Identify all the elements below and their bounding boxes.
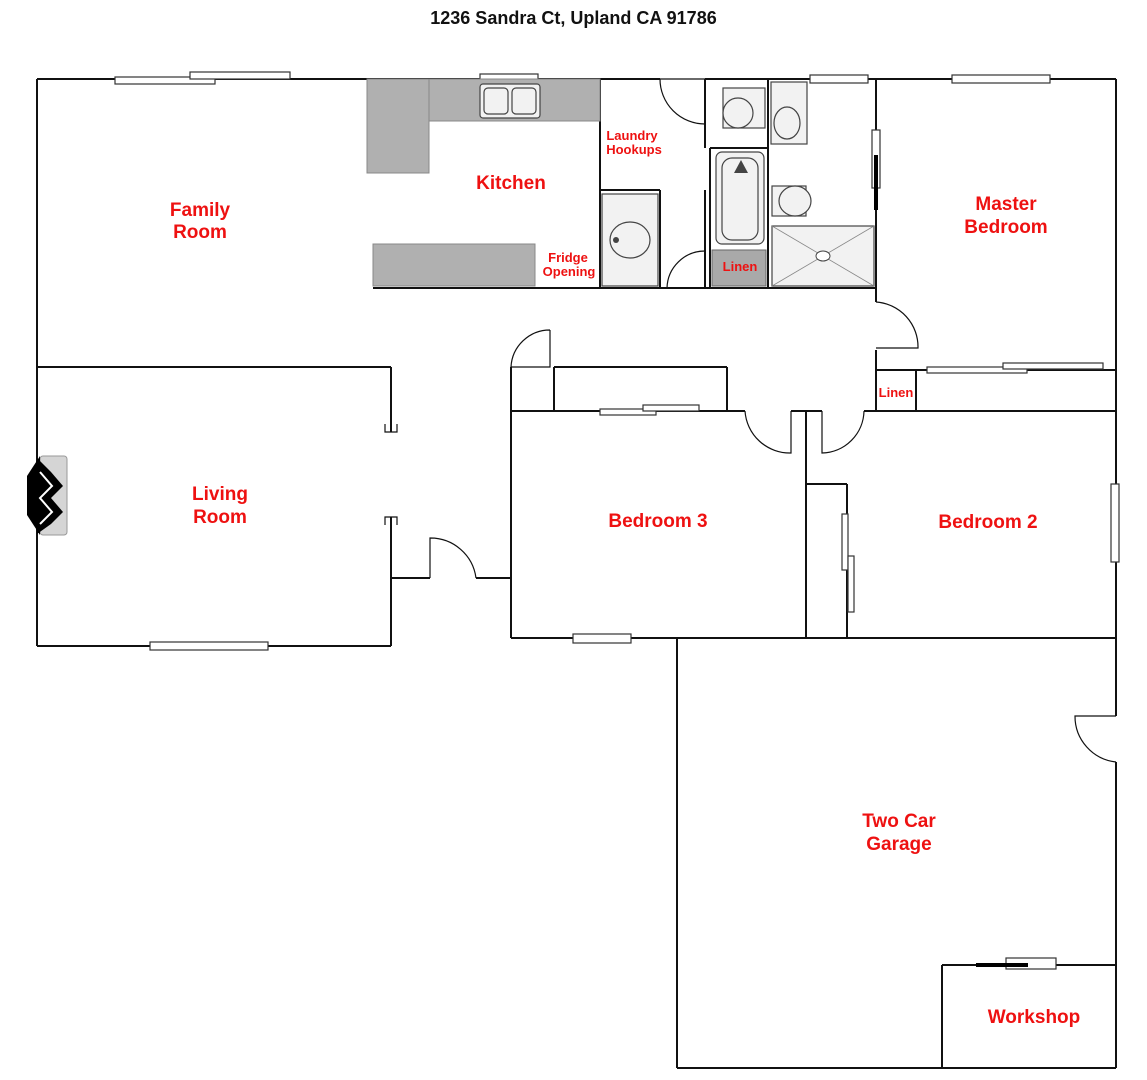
label-fridge-2: Opening — [543, 264, 596, 279]
laundry-sink — [601, 193, 659, 287]
label-bedroom3: Bedroom 3 — [608, 511, 707, 532]
label-master-1: Master — [975, 194, 1037, 215]
master-bath-fixtures — [770, 81, 875, 287]
label-linen-hall: Linen — [879, 385, 914, 400]
label-bedroom2: Bedroom 2 — [938, 512, 1037, 533]
label-living-1: Living — [192, 484, 248, 505]
plan-title: 1236 Sandra Ct, Upland CA 91786 — [430, 8, 717, 28]
label-laundry-2: Hookups — [606, 142, 662, 157]
label-living-2: Room — [193, 507, 247, 528]
fireplace-icon — [27, 455, 68, 536]
label-kitchen: Kitchen — [476, 173, 546, 194]
label-workshop: Workshop — [988, 1007, 1081, 1028]
hall-bath-fixtures — [711, 87, 767, 287]
label-family-room-1: Family — [170, 200, 231, 221]
label-garage-1: Two Car — [862, 811, 936, 832]
windows — [114, 71, 1120, 970]
walls — [36, 78, 1117, 1069]
label-laundry-1: Laundry — [606, 128, 658, 143]
label-linen-bath: Linen — [723, 259, 758, 274]
doors — [384, 78, 1117, 763]
label-master-2: Bedroom — [964, 217, 1047, 238]
kitchen-fixtures — [366, 78, 601, 287]
room-labels: Family Room Kitchen Laundry Hookups Frid… — [170, 128, 1080, 1028]
label-family-room-2: Room — [173, 222, 227, 243]
label-garage-2: Garage — [866, 834, 931, 855]
label-fridge-1: Fridge — [548, 250, 588, 265]
